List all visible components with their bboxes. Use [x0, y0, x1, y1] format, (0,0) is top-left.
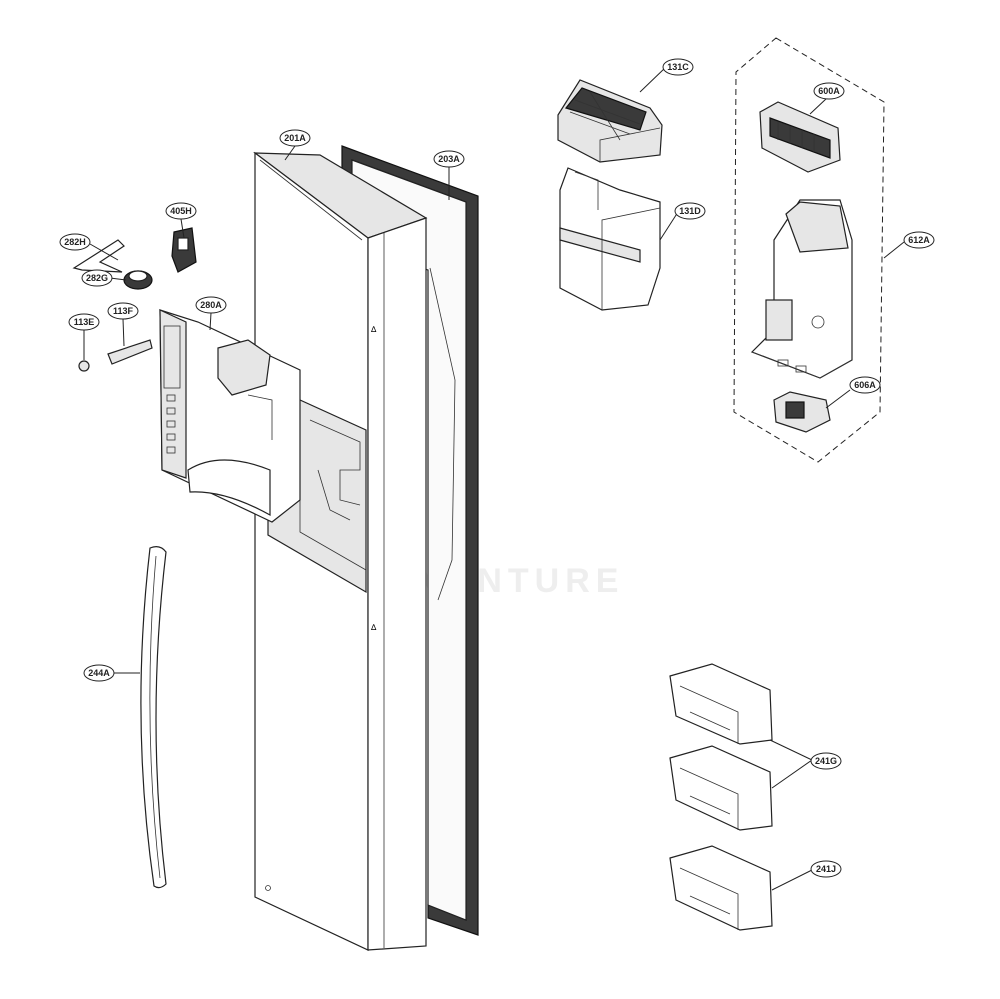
- dispenser-assembly-280A: [159, 309, 301, 523]
- callout-612A: 612A: [903, 231, 935, 249]
- callout-201A: 201A: [279, 129, 311, 147]
- callout-244A: 244A: [83, 664, 115, 682]
- door-bin-241J: [669, 845, 773, 931]
- callout-113E: 113E: [68, 313, 100, 331]
- svg-text:113F: 113F: [113, 306, 134, 316]
- svg-text:612A: 612A: [908, 235, 930, 245]
- part-113F: [107, 339, 153, 365]
- leader-lines: [83, 66, 905, 891]
- ice-bin-131D: [559, 167, 661, 311]
- auger-motor-606A: [773, 391, 831, 433]
- part-405H: [171, 227, 197, 273]
- part-282H: [72, 239, 125, 273]
- callout-131C: 131C: [662, 58, 694, 76]
- svg-text:280A: 280A: [200, 300, 222, 310]
- door-bin-241G-upper: [669, 663, 773, 745]
- svg-text:282G: 282G: [86, 273, 108, 283]
- svg-text:606A: 606A: [854, 380, 876, 390]
- icemaker-assembly-boundary-612A: [733, 37, 885, 463]
- svg-text:∆: ∆: [370, 325, 377, 334]
- part-113E: [78, 360, 90, 372]
- svg-text:241J: 241J: [816, 864, 836, 874]
- callout-241G: 241G: [810, 752, 842, 770]
- part-282G: [123, 270, 153, 290]
- callout-600A: 600A: [813, 82, 845, 100]
- svg-text:201A: 201A: [284, 133, 306, 143]
- callout-113F: 113F: [107, 302, 139, 320]
- icemaker-housing-612A: [750, 199, 853, 379]
- callout-282G: 282G: [81, 269, 113, 287]
- door-handle-244A: [140, 546, 167, 889]
- svg-text:282H: 282H: [64, 237, 86, 247]
- callout-241J: 241J: [810, 860, 842, 878]
- svg-text:113E: 113E: [74, 317, 95, 327]
- svg-text:241G: 241G: [815, 756, 837, 766]
- svg-text:∆: ∆: [370, 623, 377, 632]
- ice-maker-600A: [759, 101, 841, 173]
- svg-text:131C: 131C: [667, 62, 689, 72]
- callout-405H: 405H: [165, 202, 197, 220]
- callout-606A: 606A: [849, 376, 881, 394]
- ice-bin-cover-131C: [557, 79, 663, 163]
- svg-text:203A: 203A: [438, 154, 460, 164]
- door-panel-201A: ∆ ∆: [253, 151, 428, 951]
- callout-203A: 203A: [433, 150, 465, 168]
- callout-282H: 282H: [59, 233, 91, 251]
- callout-280A: 280A: [195, 296, 227, 314]
- svg-text:405H: 405H: [170, 206, 192, 216]
- svg-text:600A: 600A: [818, 86, 840, 96]
- callout-131D: 131D: [674, 202, 706, 220]
- svg-text:131D: 131D: [679, 206, 701, 216]
- svg-text:244A: 244A: [88, 668, 110, 678]
- door-bin-241G-lower: [669, 745, 773, 831]
